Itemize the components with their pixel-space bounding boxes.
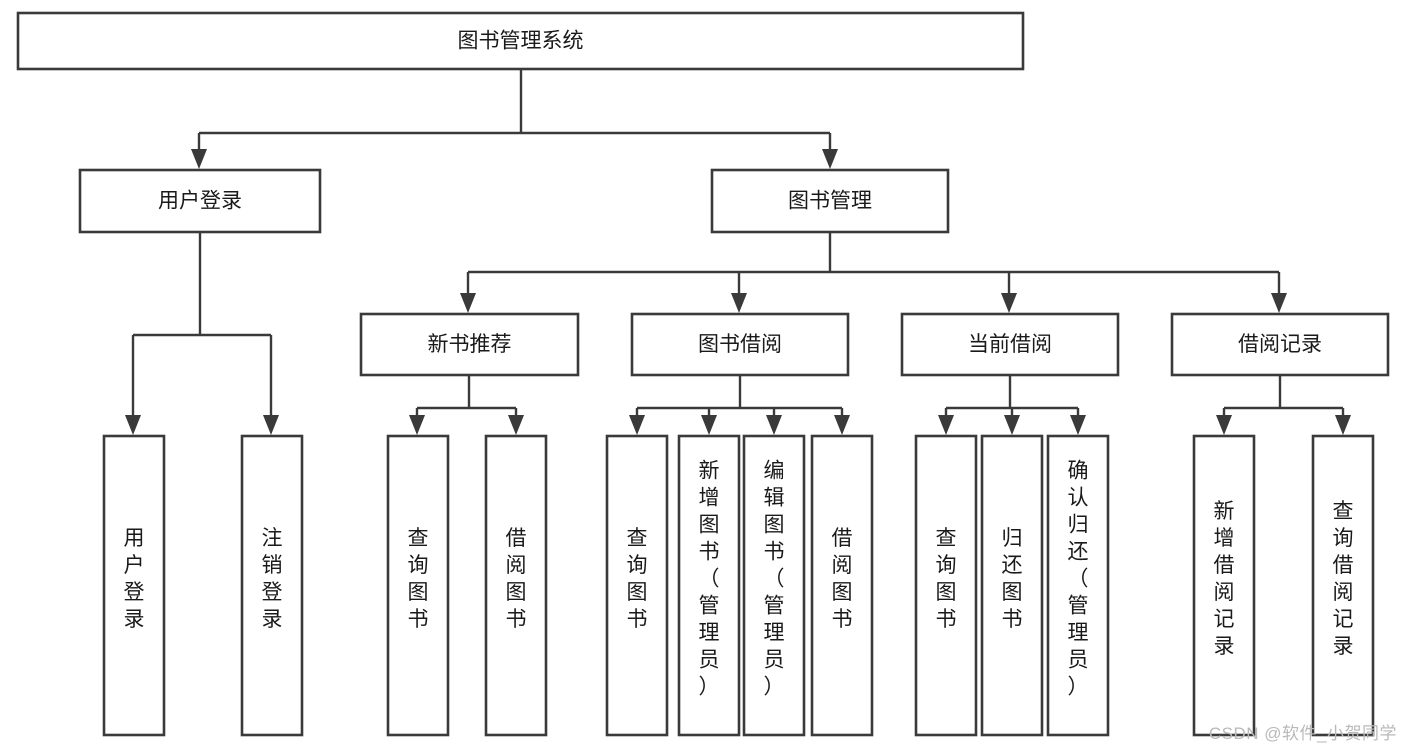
arrow-head-icon <box>731 293 747 313</box>
node-label: 用户登录 <box>124 527 145 631</box>
node-leaf-add-book[interactable]: 新增图书（管理员） <box>677 434 741 737</box>
connector-c-currentborrow <box>938 375 1086 435</box>
node-leaf-borrow-book-1[interactable]: 借阅图书 <box>484 434 548 737</box>
node-rect[interactable] <box>359 312 580 377</box>
node-label: 当前借阅 <box>968 333 1052 356</box>
arrow-head-icon <box>125 415 141 435</box>
node-book-manage[interactable]: 图书管理 <box>710 168 950 234</box>
arrow-head-icon <box>822 149 838 169</box>
node-label: 查询借阅记录 <box>1333 500 1354 658</box>
node-rect[interactable] <box>16 11 1025 71</box>
node-label: 新增借阅记录 <box>1214 500 1235 658</box>
arrow-head-icon <box>1070 415 1086 435</box>
connector-c-bookborrow <box>629 375 850 435</box>
node-borrow-record[interactable]: 借阅记录 <box>1170 312 1390 377</box>
arrow-head-icon <box>409 415 425 435</box>
node-leaf-return-book[interactable]: 归还图书 <box>980 434 1044 737</box>
arrow-head-icon <box>1216 415 1232 435</box>
node-label: 图书借阅 <box>698 333 782 356</box>
node-leaf-query-record[interactable]: 查询借阅记录 <box>1311 434 1375 737</box>
node-label: 新增图书（管理员） <box>699 460 720 699</box>
node-rect[interactable] <box>980 434 1044 737</box>
node-label: 图书管理 <box>788 190 872 213</box>
node-rect[interactable] <box>914 434 978 737</box>
arrow-head-icon <box>766 415 782 435</box>
node-leaf-query-book-3[interactable]: 查询图书 <box>914 434 978 737</box>
node-rect[interactable] <box>78 168 322 234</box>
node-rect[interactable] <box>900 312 1120 377</box>
arrow-head-icon <box>263 415 279 435</box>
node-leaf-add-record[interactable]: 新增借阅记录 <box>1192 434 1256 737</box>
node-label: 新书推荐 <box>428 333 512 356</box>
connector-lines <box>125 69 1351 435</box>
node-label: 归还图书 <box>1002 527 1023 631</box>
connector-c-root <box>191 69 838 169</box>
node-leaf-logout[interactable]: 注销登录 <box>240 434 304 737</box>
arrow-head-icon <box>460 293 476 313</box>
arrow-head-icon <box>508 415 524 435</box>
arrow-head-icon <box>1271 293 1287 313</box>
node-new-book-rec[interactable]: 新书推荐 <box>359 312 580 377</box>
node-label: 查询图书 <box>408 527 429 631</box>
node-leaf-confirm-return[interactable]: 确认归还（管理员） <box>1046 434 1110 737</box>
arrow-head-icon <box>1335 415 1351 435</box>
node-rect[interactable] <box>1046 434 1110 737</box>
node-rect[interactable] <box>630 312 850 377</box>
node-leaf-user-login[interactable]: 用户登录 <box>102 434 166 737</box>
arrow-head-icon <box>701 415 717 435</box>
node-label: 查询图书 <box>627 527 648 631</box>
node-rect[interactable] <box>1192 434 1256 737</box>
node-rect[interactable] <box>742 434 806 737</box>
node-rect[interactable] <box>677 434 741 737</box>
arrow-head-icon <box>1001 293 1017 313</box>
node-leaf-edit-book[interactable]: 编辑图书（管理员） <box>742 434 806 737</box>
node-boxes: 图书管理系统用户登录图书管理新书推荐图书借阅当前借阅借阅记录用户登录注销登录查询… <box>16 11 1390 737</box>
connector-c-userlogin <box>125 232 279 435</box>
node-label: 借阅记录 <box>1238 333 1322 356</box>
arrow-head-icon <box>1004 415 1020 435</box>
node-rect[interactable] <box>386 434 450 737</box>
node-root[interactable]: 图书管理系统 <box>16 11 1025 71</box>
node-rect[interactable] <box>710 168 950 234</box>
node-label: 借阅图书 <box>832 527 853 631</box>
node-label: 图书管理系统 <box>458 30 584 53</box>
connector-c-newbook <box>409 375 524 435</box>
arrow-head-icon <box>191 149 207 169</box>
node-leaf-query-book-1[interactable]: 查询图书 <box>386 434 450 737</box>
node-label: 查询图书 <box>936 527 957 631</box>
node-user-login[interactable]: 用户登录 <box>78 168 322 234</box>
node-label: 用户登录 <box>158 190 242 213</box>
node-book-borrow[interactable]: 图书借阅 <box>630 312 850 377</box>
connector-c-bookmanage <box>460 232 1287 313</box>
arrow-head-icon <box>629 415 645 435</box>
node-rect[interactable] <box>605 434 669 737</box>
node-label: 编辑图书（管理员） <box>764 460 785 699</box>
connector-c-borrowrecord <box>1216 375 1351 435</box>
node-label: 借阅图书 <box>506 527 527 631</box>
node-rect[interactable] <box>1170 312 1390 377</box>
node-rect[interactable] <box>484 434 548 737</box>
node-current-borrow[interactable]: 当前借阅 <box>900 312 1120 377</box>
node-rect[interactable] <box>810 434 874 737</box>
node-rect[interactable] <box>102 434 166 737</box>
node-label: 注销登录 <box>262 527 283 631</box>
node-leaf-borrow-book-2[interactable]: 借阅图书 <box>810 434 874 737</box>
node-label: 确认归还（管理员） <box>1068 460 1089 699</box>
node-rect[interactable] <box>1311 434 1375 737</box>
arrow-head-icon <box>938 415 954 435</box>
node-leaf-query-book-2[interactable]: 查询图书 <box>605 434 669 737</box>
node-rect[interactable] <box>240 434 304 737</box>
arrow-head-icon <box>834 415 850 435</box>
